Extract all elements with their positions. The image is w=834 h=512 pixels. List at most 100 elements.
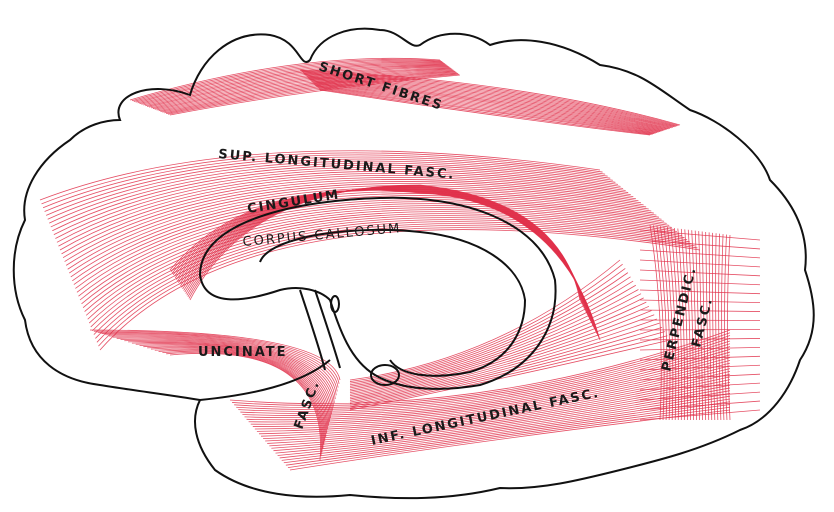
short-fibre (300, 70, 679, 126)
uncinate-fibre (135, 343, 329, 426)
sup-long-fibre (41, 152, 603, 205)
inf-long-fibre (349, 268, 626, 384)
inf-long-fibre (265, 376, 731, 442)
corpus-callosum-outline (198, 196, 557, 390)
cingulum-fibre (174, 188, 596, 330)
short-fibre (305, 75, 672, 129)
short-fibre (299, 69, 681, 126)
optic-recess (370, 364, 400, 386)
sup-long-fibre (62, 181, 639, 259)
sup-long-fibre (58, 175, 631, 247)
inf-long-fibre (349, 314, 655, 401)
short-fibre (152, 68, 452, 109)
inf-long-fibre (254, 362, 731, 430)
perpendic-fibre (653, 225, 665, 421)
perpendic-fibre (639, 382, 761, 391)
short-fibre (316, 85, 656, 134)
sup-long-fibre (61, 179, 636, 255)
inf-long-fibre (349, 263, 623, 382)
uncinate-fibre (89, 329, 341, 381)
short-fibre (313, 82, 661, 133)
perpendic-fibre (639, 289, 761, 295)
sup-long-fibre (81, 205, 670, 305)
short-fibre (317, 86, 655, 134)
perpendic-fibre (663, 226, 674, 421)
perpendic-fibre (666, 227, 677, 421)
perpendic-fibre (639, 249, 761, 259)
sup-long-fibre (64, 183, 642, 262)
short-fibre (308, 78, 668, 130)
short-fibre (150, 67, 451, 109)
inf-long-fibre (261, 370, 731, 437)
short-fibre (131, 58, 441, 102)
cingulum-fibre (170, 189, 600, 339)
short-fibre (304, 74, 673, 128)
inf-long-fibre (271, 384, 731, 449)
inf-long-fibre (273, 387, 731, 452)
sup-long-fibre (53, 168, 624, 235)
perpendic-fibre (680, 228, 688, 421)
uncinate-fibre (128, 340, 331, 419)
uncinate-fibre (143, 345, 328, 434)
perpendic-fibre (724, 234, 728, 421)
sup-long-fibre (50, 164, 619, 228)
perpendic-fibre (639, 346, 761, 351)
inf-long-fibre (349, 318, 657, 403)
short-fibre (307, 77, 669, 130)
sup-long-fibre (73, 195, 657, 285)
inf-long-fibre (349, 272, 629, 386)
perpendic-fibre (639, 373, 761, 381)
inf-long-fibre (267, 379, 731, 444)
perpendic-fibre (639, 269, 761, 277)
label-perpendic-fasc: FASC. (689, 296, 716, 349)
inf-long-fibre (349, 259, 621, 381)
sup-long-fibre (88, 215, 683, 324)
inf-long-fibre (349, 301, 647, 397)
sup-long-fibre (96, 225, 695, 343)
sup-long-fibre (87, 213, 680, 320)
cingulum-fibre (183, 186, 587, 313)
uncinate-fibre (97, 331, 339, 388)
short-fibre (148, 66, 450, 108)
perpendic-fibre (639, 364, 761, 371)
uncinate-fibre (169, 352, 321, 461)
uncinate-fibre (116, 337, 334, 407)
inf-long-fibre (349, 331, 665, 408)
inf-long-fibre (283, 401, 731, 464)
short-fibre (302, 72, 676, 127)
short-fibre (160, 71, 456, 112)
inf-long-fibre (349, 326, 663, 406)
uncinate-fibre (162, 350, 323, 453)
uncinate-fibre (166, 351, 322, 457)
fibre-tracts (39, 57, 761, 471)
sup-long-fibre (84, 209, 675, 312)
short-fibre (141, 63, 446, 105)
perpendic-fibre (670, 227, 680, 421)
short-fibre (162, 71, 457, 113)
perpendic-fibre (639, 329, 761, 331)
perpendic-fibre (712, 232, 716, 421)
short-fibre (311, 81, 663, 132)
sup-long-fibre (52, 166, 621, 232)
short-fibre (143, 64, 447, 106)
inf-long-fibre (281, 398, 731, 461)
anterior-commissure (330, 295, 340, 313)
perpendic-fibre (639, 259, 761, 268)
uncinate-fibre (124, 339, 332, 415)
label-uncinate: UNCINATE (198, 345, 288, 360)
short-fibre (319, 89, 651, 136)
perpendic-fibre (698, 231, 704, 421)
sup-long-fibre (59, 177, 634, 251)
sup-long-fibre (93, 221, 690, 335)
inf-long-fibre (349, 305, 650, 398)
perpendic-fibre (639, 239, 761, 250)
sup-long-fibre (42, 154, 606, 209)
short-fibre (156, 69, 454, 111)
perpendic-fibre (718, 233, 722, 421)
short-fibre (164, 72, 458, 114)
sup-long-fibre (82, 207, 672, 308)
sup-long-fibre (90, 217, 685, 328)
uncinate-fibre (120, 338, 333, 411)
cingulum-fibre (169, 189, 601, 341)
